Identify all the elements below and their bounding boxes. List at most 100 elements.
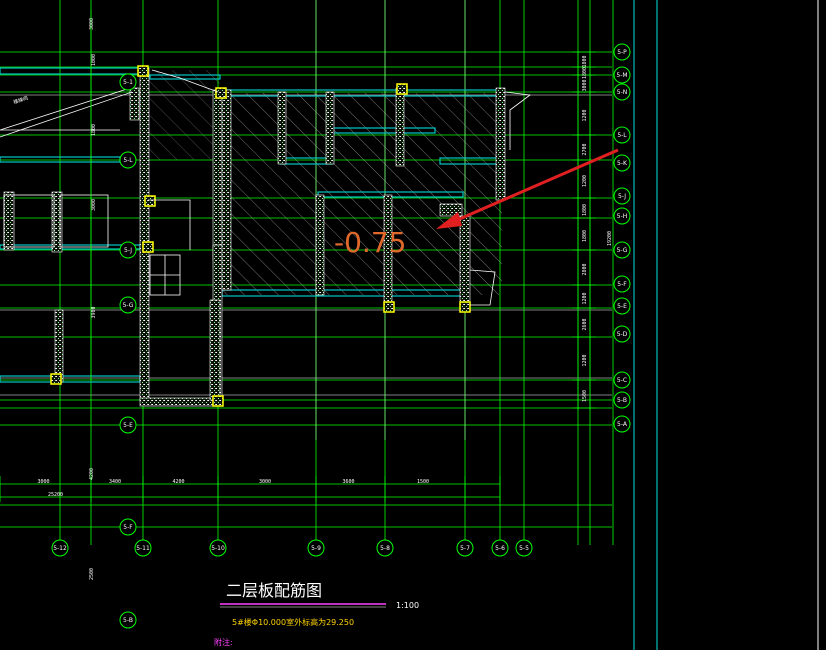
axis-bubble-right: 5-G xyxy=(613,241,631,259)
dimension-label: 1000 xyxy=(91,54,97,66)
dimension-label: 3000 xyxy=(38,479,50,485)
shear-wall xyxy=(221,89,232,291)
shear-wall xyxy=(139,67,150,401)
dimension-label: 1800 xyxy=(582,67,588,79)
dimension-label: 3000 xyxy=(582,79,588,91)
title-block: 二层板配筋图 1:100 5#楼Φ10.000室外标高为29.250 附注: xyxy=(214,581,419,647)
drawing-subtitle: 5#楼Φ10.000室外标高为29.250 xyxy=(232,617,354,627)
axis-bubble-right: 5-E xyxy=(613,297,631,315)
axis-bubble-right: 5-H xyxy=(613,207,631,225)
linework xyxy=(0,69,532,306)
dimension-label: 3000 xyxy=(91,199,97,211)
axis-bubble-bottom: 5-7 xyxy=(456,539,474,557)
svg-text:5-12: 5-12 xyxy=(53,545,67,552)
svg-text:5-7: 5-7 xyxy=(460,545,470,552)
dimension-label: 3400 xyxy=(109,479,121,485)
dimension-label: 3900 xyxy=(91,306,97,318)
elevation-label: -0.75 xyxy=(334,226,406,259)
axis-bubble-right: 5-C xyxy=(613,371,631,389)
svg-text:5-K: 5-K xyxy=(617,160,628,167)
svg-text:5-B: 5-B xyxy=(617,397,627,404)
svg-text:5-E: 5-E xyxy=(617,303,627,310)
column xyxy=(212,395,224,407)
svg-text:5-H: 5-H xyxy=(617,213,628,220)
svg-text:5-C: 5-C xyxy=(617,377,627,384)
shear-wall xyxy=(459,215,471,307)
column xyxy=(215,87,227,99)
column xyxy=(142,241,154,253)
axis-bubble-right: 5-M xyxy=(613,66,631,84)
svg-text:5-D: 5-D xyxy=(617,331,628,338)
axis-bubble-left: 5-F xyxy=(119,518,137,536)
shear-wall xyxy=(277,91,287,165)
axis-bubble-left: 5-B xyxy=(119,611,137,629)
dimension-label: 1800 xyxy=(582,204,588,216)
shear-wall xyxy=(3,191,15,251)
dimension-label: 1500 xyxy=(582,390,588,402)
dimension-total: 25200 xyxy=(48,492,63,498)
dimension-label: 2600 xyxy=(582,318,588,330)
svg-text:5-9: 5-9 xyxy=(311,545,321,552)
svg-text:5-F: 5-F xyxy=(617,281,627,288)
column xyxy=(144,195,156,207)
svg-text:5-P: 5-P xyxy=(617,49,627,56)
column xyxy=(396,83,408,95)
dimension-label: 3000 xyxy=(89,18,95,30)
red-arrow-icon xyxy=(436,148,619,229)
svg-text:5-5: 5-5 xyxy=(519,545,529,552)
axis-bubble-left: 5-L xyxy=(119,151,137,169)
svg-text:5-B: 5-B xyxy=(123,617,133,624)
shear-wall xyxy=(212,89,223,261)
dimension-label: 1800 xyxy=(91,124,97,136)
shear-wall xyxy=(395,87,405,167)
svg-text:5-E: 5-E xyxy=(123,422,133,429)
beam xyxy=(149,74,221,80)
axis-bubble-right: 5-A xyxy=(613,415,631,433)
slab-hatch xyxy=(145,70,502,295)
dimension-label: 1200 xyxy=(582,175,588,187)
drawing-scale: 1:100 xyxy=(396,601,419,610)
dimension-label: 2500 xyxy=(89,568,95,580)
shear-wall xyxy=(325,91,335,165)
dimension-label: 1200 xyxy=(582,292,588,304)
axis-bubble-bottom: 5-12 xyxy=(51,539,69,557)
dimension-label: 1800 xyxy=(582,55,588,67)
axis-bubble-bottom: 5-8 xyxy=(376,539,394,557)
elevation-annotation: -0.75 xyxy=(334,148,619,259)
svg-text:5-J: 5-J xyxy=(124,247,132,254)
dimension-total: 19200 xyxy=(607,231,613,246)
axis-bubble-bottom: 5-11 xyxy=(134,539,152,557)
axis-bubble-bottom: 5-9 xyxy=(307,539,325,557)
beam xyxy=(0,67,141,75)
svg-text:5-10: 5-10 xyxy=(211,545,225,552)
dimension-label: 3600 xyxy=(343,479,355,485)
axis-bubble-bottom: 5-5 xyxy=(515,539,533,557)
axis-bubble-right: 5-B xyxy=(613,391,631,409)
dimension-label: 1800 xyxy=(582,230,588,242)
axis-bubble-bottom: 5-6 xyxy=(491,539,509,557)
axis-bubble-right: 5-K xyxy=(613,154,631,172)
axis-bubble-right: 5-N xyxy=(613,83,631,101)
svg-text:5-8: 5-8 xyxy=(380,545,390,552)
shear-wall xyxy=(139,397,221,407)
drawing-note: 附注: xyxy=(214,637,233,647)
column xyxy=(50,373,62,385)
axis-bubbles: 5-1 5-L 5-J 5-G 5-E 5-F 5-B 5-P 5-M 5-N 5-L 5-K 5-J 5… xyxy=(51,43,631,629)
svg-text:5-M: 5-M xyxy=(616,72,627,79)
dimension-label: 2700 xyxy=(582,143,588,155)
svg-text:5-N: 5-N xyxy=(617,89,627,96)
axis-bubble-right: 5-J xyxy=(613,187,631,205)
dimension-label: 1200 xyxy=(582,354,588,366)
shear-wall xyxy=(495,87,506,201)
dimension-label: 4200 xyxy=(173,479,185,485)
column xyxy=(459,301,471,313)
svg-text:5-1: 5-1 xyxy=(123,79,133,86)
dimension-label: 2800 xyxy=(582,263,588,275)
dimension-label: 1500 xyxy=(417,479,429,485)
svg-text:5-J: 5-J xyxy=(618,193,626,200)
shear-wall xyxy=(129,87,140,121)
axis-bubble-right: 5-L xyxy=(613,126,631,144)
axis-bubble-left: 5-J xyxy=(119,241,137,259)
axis-bubble-right: 5-P xyxy=(613,43,631,61)
